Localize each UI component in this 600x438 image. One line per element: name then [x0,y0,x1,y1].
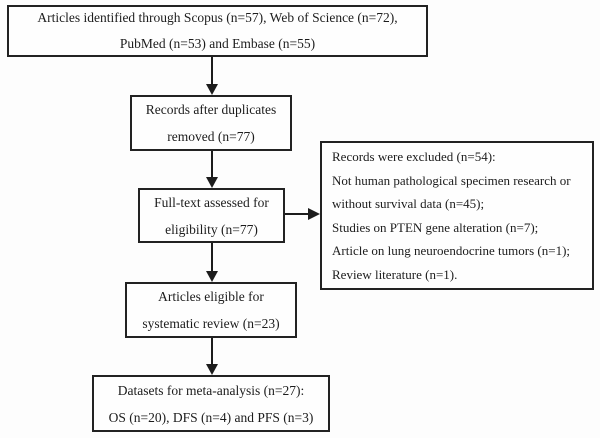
arrow-duplicates-to-fulltext [206,151,218,188]
box-duplicates-removed-line2: removed (n=77) [167,129,255,144]
arrow-identified-to-duplicates [206,57,218,95]
box-records-excluded-line2: Not human pathological specimen research… [332,172,571,188]
box-articles-eligible-line1: Articles eligible for [158,289,264,304]
box-records-excluded-line1: Records were excluded (n=54): [332,149,496,164]
box-fulltext-assessed-line1: Full-text assessed for [154,194,269,210]
box-records-excluded-line4: Studies on PTEN gene alteration (n=7); [332,219,539,235]
box-duplicates-removed: Records after duplicates removed (n=77) [130,95,292,151]
box-articles-identified-line2: PubMed (n=53) and Embase (n=55) [119,36,316,51]
box-duplicates-removed-line1: Records after duplicates [145,102,277,117]
box-articles-identified-line1: Articles identified through Scopus (n=57… [37,10,398,25]
arrow-eligible-to-datasets [206,338,218,375]
box-records-excluded: Records were excluded (n=54): Not human … [320,141,594,290]
box-fulltext-assessed-line2: eligibility (n=77) [165,221,258,237]
box-datasets-meta-analysis-line1: Datasets for meta-analysis (n=27): [117,382,305,398]
arrow-fulltext-to-eligible [206,243,218,282]
box-records-excluded-line5: Article on lung neuroendocrine tumors (n… [332,243,571,258]
box-datasets-meta-analysis: Datasets for meta-analysis (n=27): OS (n… [92,375,330,432]
box-datasets-meta-analysis-line2: OS (n=20), DFS (n=4) and PFS (n=3) [108,409,314,425]
box-records-excluded-line3: without survival data (n=45); [332,196,485,211]
box-fulltext-assessed: Full-text assessed for eligibility (n=77… [138,188,285,243]
box-articles-identified: Articles identified through Scopus (n=57… [7,5,428,57]
box-articles-eligible: Articles eligible for systematic review … [125,282,297,338]
box-articles-eligible-line2: systematic review (n=23) [142,316,280,331]
box-records-excluded-line6: Review literature (n=1). [332,266,458,282]
arrow-fulltext-to-excluded [285,208,320,220]
